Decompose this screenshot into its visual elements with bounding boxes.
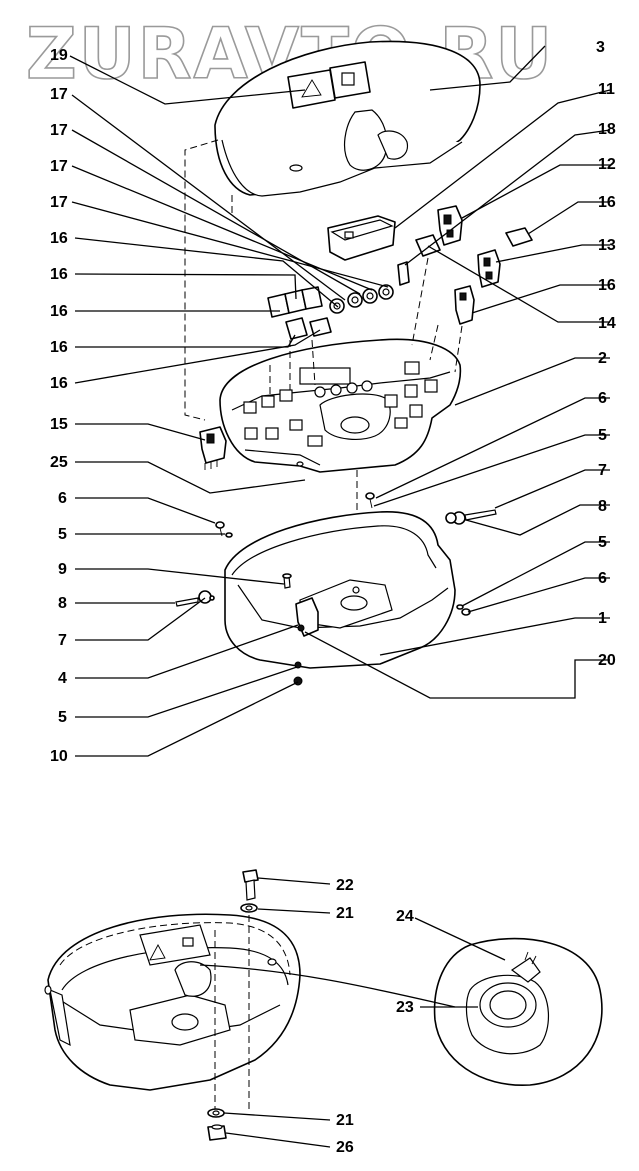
callout-5: 5 [58,709,67,726]
callout-6: 6 [598,570,607,587]
callout-20: 20 [598,652,616,669]
callout-13: 13 [598,237,616,254]
callout-18: 18 [598,121,616,138]
callout-15: 15 [50,416,68,433]
callout-16: 16 [50,339,68,356]
callout-16: 16 [50,230,68,247]
callout-8: 8 [58,595,67,612]
callout-16: 16 [50,266,68,283]
callout-9: 9 [58,561,67,578]
callout-21: 21 [336,905,354,922]
callout-7: 7 [58,632,67,649]
callout-14: 14 [598,315,616,332]
callout-5: 5 [598,427,607,444]
callout-6: 6 [598,390,607,407]
callout-8: 8 [598,498,607,515]
callout-23: 23 [396,999,414,1016]
upper-cover [214,40,481,197]
callout-26: 26 [336,1139,354,1156]
callout-7: 7 [598,462,607,479]
leader-lines [69,45,611,1148]
callout-17: 17 [50,122,68,139]
callout-labels: 19 3 17 11 17 18 17 12 17 16 16 13 16 16… [50,39,616,1156]
callout-22: 22 [336,877,354,894]
callout-16: 16 [50,375,68,392]
side-switch [199,426,227,470]
fasteners [175,492,497,686]
callout-6: 6 [58,490,67,507]
callout-25: 25 [50,454,68,471]
callout-4: 4 [58,670,67,687]
callout-16: 16 [598,194,616,211]
callout-21: 21 [336,1112,354,1129]
small-components [267,205,533,340]
callout-16: 16 [598,277,616,294]
callout-12: 12 [598,156,616,173]
callout-5: 5 [58,526,67,543]
lower-housing [224,511,456,669]
callout-19: 19 [50,47,68,64]
callout-10: 10 [50,748,68,765]
callout-17: 17 [50,194,68,211]
callout-1: 1 [598,610,607,627]
callout-2: 2 [598,350,607,367]
assembled-console [44,913,301,1091]
mounting-hardware [207,869,259,1141]
callout-11: 11 [598,81,615,98]
callout-16: 16 [50,303,68,320]
callout-3: 3 [596,39,605,56]
switch-panel [219,338,462,473]
callout-5: 5 [598,534,607,551]
callout-17: 17 [50,86,68,103]
callout-17: 17 [50,158,68,175]
callout-24: 24 [396,908,414,925]
detail-view [433,937,603,1086]
